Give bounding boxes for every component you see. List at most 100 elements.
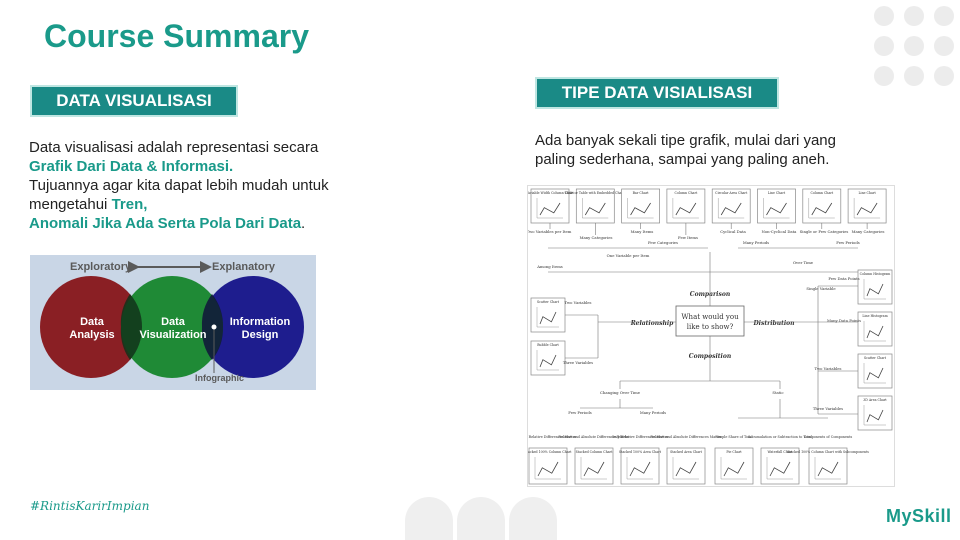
myskill-logo: MySkill [886, 506, 952, 526]
chart-thumbnail-axes [580, 457, 607, 480]
purpose-period: . [301, 215, 306, 232]
top-branch-label: Single or Few Categories [800, 229, 849, 234]
right-branch-label: Few Data Points [828, 276, 859, 281]
left-branch-label: Two Variables [565, 300, 592, 305]
section-tag-tipe-data-visialisasi: TIPE DATA VISIALISASI [535, 77, 779, 109]
left-chart-thumbnail [530, 340, 566, 376]
composition-branch-label: Changing Over Time [600, 390, 641, 395]
chart-thumbnail-axes [536, 307, 559, 328]
chart-thumbnail-glyph [630, 202, 651, 216]
many-periods-label: Many Periods [743, 240, 769, 245]
chart-thumbnail-glyph [811, 202, 833, 216]
types-line: paling sederhana, sampai yang paling ane… [535, 151, 830, 168]
question-line: What would you [681, 313, 739, 321]
chart-thumbnail-glyph [584, 202, 606, 216]
decor-bump [405, 497, 453, 540]
few-periods-branch-label: Few Periods [568, 410, 592, 415]
chart-thumbnail-title: Circular Area Chart [715, 191, 748, 195]
chart-thumbnail-glyph [539, 202, 561, 216]
right-chart-thumbnail [857, 395, 893, 431]
chart-thumbnail-glyph [866, 283, 884, 297]
purpose-line: mengetahui [29, 196, 112, 213]
chart-thumbnail-title: Bubble Chart [537, 343, 559, 347]
right-branch-label: Two Variables [815, 366, 842, 371]
chart-thumbnail-title: Column Histogram [860, 272, 891, 276]
section-tag-data-visualisasi: DATA VISUALISASI [30, 85, 238, 117]
chart-thumbnail-axes [808, 198, 835, 219]
chart-thumbnail-title: Column Chart [810, 191, 833, 195]
purpose-highlight: Tren, [111, 196, 148, 213]
top-chart-thumbnail [666, 188, 706, 224]
few-categories-label: Few Categories [648, 240, 678, 245]
bottom-chart-thumbnail [808, 447, 848, 485]
relationship-label: Relationship [630, 320, 674, 327]
chart-thumbnail-title: Stacked 100% Column Chart [528, 450, 572, 454]
chart-thumbnail-title: Variable Width Column Chart [528, 191, 575, 195]
chart-thumbnail-axes [853, 198, 881, 219]
bottom-chart-thumbnail [528, 447, 568, 485]
right-chart-thumbnail [857, 311, 893, 347]
chart-thumbnail-glyph [866, 325, 884, 339]
chart-thumbnail-axes [536, 198, 563, 219]
chart-thumbnail-glyph [817, 461, 839, 477]
chart-thumbnail-title: Line Chart [858, 191, 876, 195]
chart-thumbnail-axes [863, 363, 886, 384]
chart-thumbnail-axes [536, 350, 559, 371]
chart-thumbnail-axes [766, 457, 793, 480]
question-line: like to show? [687, 323, 734, 331]
chart-thumbnail-title: Pie Chart [726, 450, 742, 454]
explanatory-label: Explanatory [212, 261, 275, 273]
bottom-chart-thumbnail [760, 447, 800, 485]
chart-thumbnail-glyph [723, 461, 745, 477]
chart-thumbnail-glyph [769, 461, 791, 477]
types-line: Ada banyak sekali tipe grafik, mulai dar… [535, 132, 836, 149]
top-branch-label: Two Variables per Item [528, 229, 572, 234]
chart-thumbnail-title: Scatter Chart [864, 356, 887, 360]
bottom-chart-thumbnail [574, 447, 614, 485]
chart-thumbnail-title: Scatter Chart [537, 300, 560, 304]
chart-thumbnail-title: Stacked 100% Area Chart [619, 450, 662, 454]
chart-thumbnail-glyph [866, 409, 884, 423]
distribution-label: Distribution [752, 320, 794, 327]
chart-thumbnail-title: 3D Area Chart [863, 398, 887, 402]
purpose-line: Tujuannya agar kita dapat lebih mudah un… [29, 177, 329, 194]
chart-thumbnail-axes [863, 279, 886, 300]
top-chart-thumbnail [802, 188, 842, 224]
one-variable-label: One Variable per Item [607, 253, 650, 258]
types-paragraph: Ada banyak sekali tipe grafik, mulai dar… [535, 131, 875, 169]
chart-thumbnail-glyph [720, 202, 742, 216]
definition-highlight: Grafik Dari Data & Informasi. [29, 158, 234, 175]
bottom-chart-thumbnail [666, 447, 706, 485]
chart-thumbnail-title: Line Histogram [862, 314, 887, 318]
top-branch-label: Non-Cyclical Data [762, 229, 798, 234]
chart-thumbnail-glyph [675, 202, 697, 216]
bottom-branch-label: Relative and Absolute Differences Matter [558, 435, 630, 439]
chart-thumbnail-glyph [629, 461, 651, 477]
top-chart-thumbnail [711, 188, 751, 224]
bottom-branch-label: Simple Share of Total [715, 435, 752, 439]
top-branch-label: Many Items [631, 229, 654, 234]
decor-bump [457, 497, 505, 540]
among-items-label: Among Items [536, 264, 563, 269]
chart-thumbnail-axes [626, 457, 653, 480]
infographic-label: Infographic [195, 373, 244, 383]
chart-thumbnail-title: Waterfall Chart [768, 450, 794, 454]
bottom-chart-thumbnail [714, 447, 754, 485]
chart-thumbnail-glyph [583, 461, 605, 477]
few-periods-label: Few Periods [836, 240, 860, 245]
chart-thumbnail-glyph [766, 202, 787, 216]
chart-thumbnail-axes [582, 198, 609, 219]
top-branch-label: Few Items [678, 235, 698, 240]
left-branch-label: Three Variables [563, 360, 593, 365]
purpose-highlight: Anomali Jika Ada Serta Pola Dari Data [29, 215, 302, 232]
chart-thumbnail-title: Table or Table with Embedded Charts [565, 191, 627, 195]
chart-thumbnail-title: Column Chart [675, 191, 698, 195]
chart-thumbnail-axes [863, 321, 886, 342]
top-chart-thumbnail [847, 188, 887, 224]
right-branch-label: Single Variable [806, 286, 836, 291]
chart-thumbnail-glyph [539, 354, 557, 368]
